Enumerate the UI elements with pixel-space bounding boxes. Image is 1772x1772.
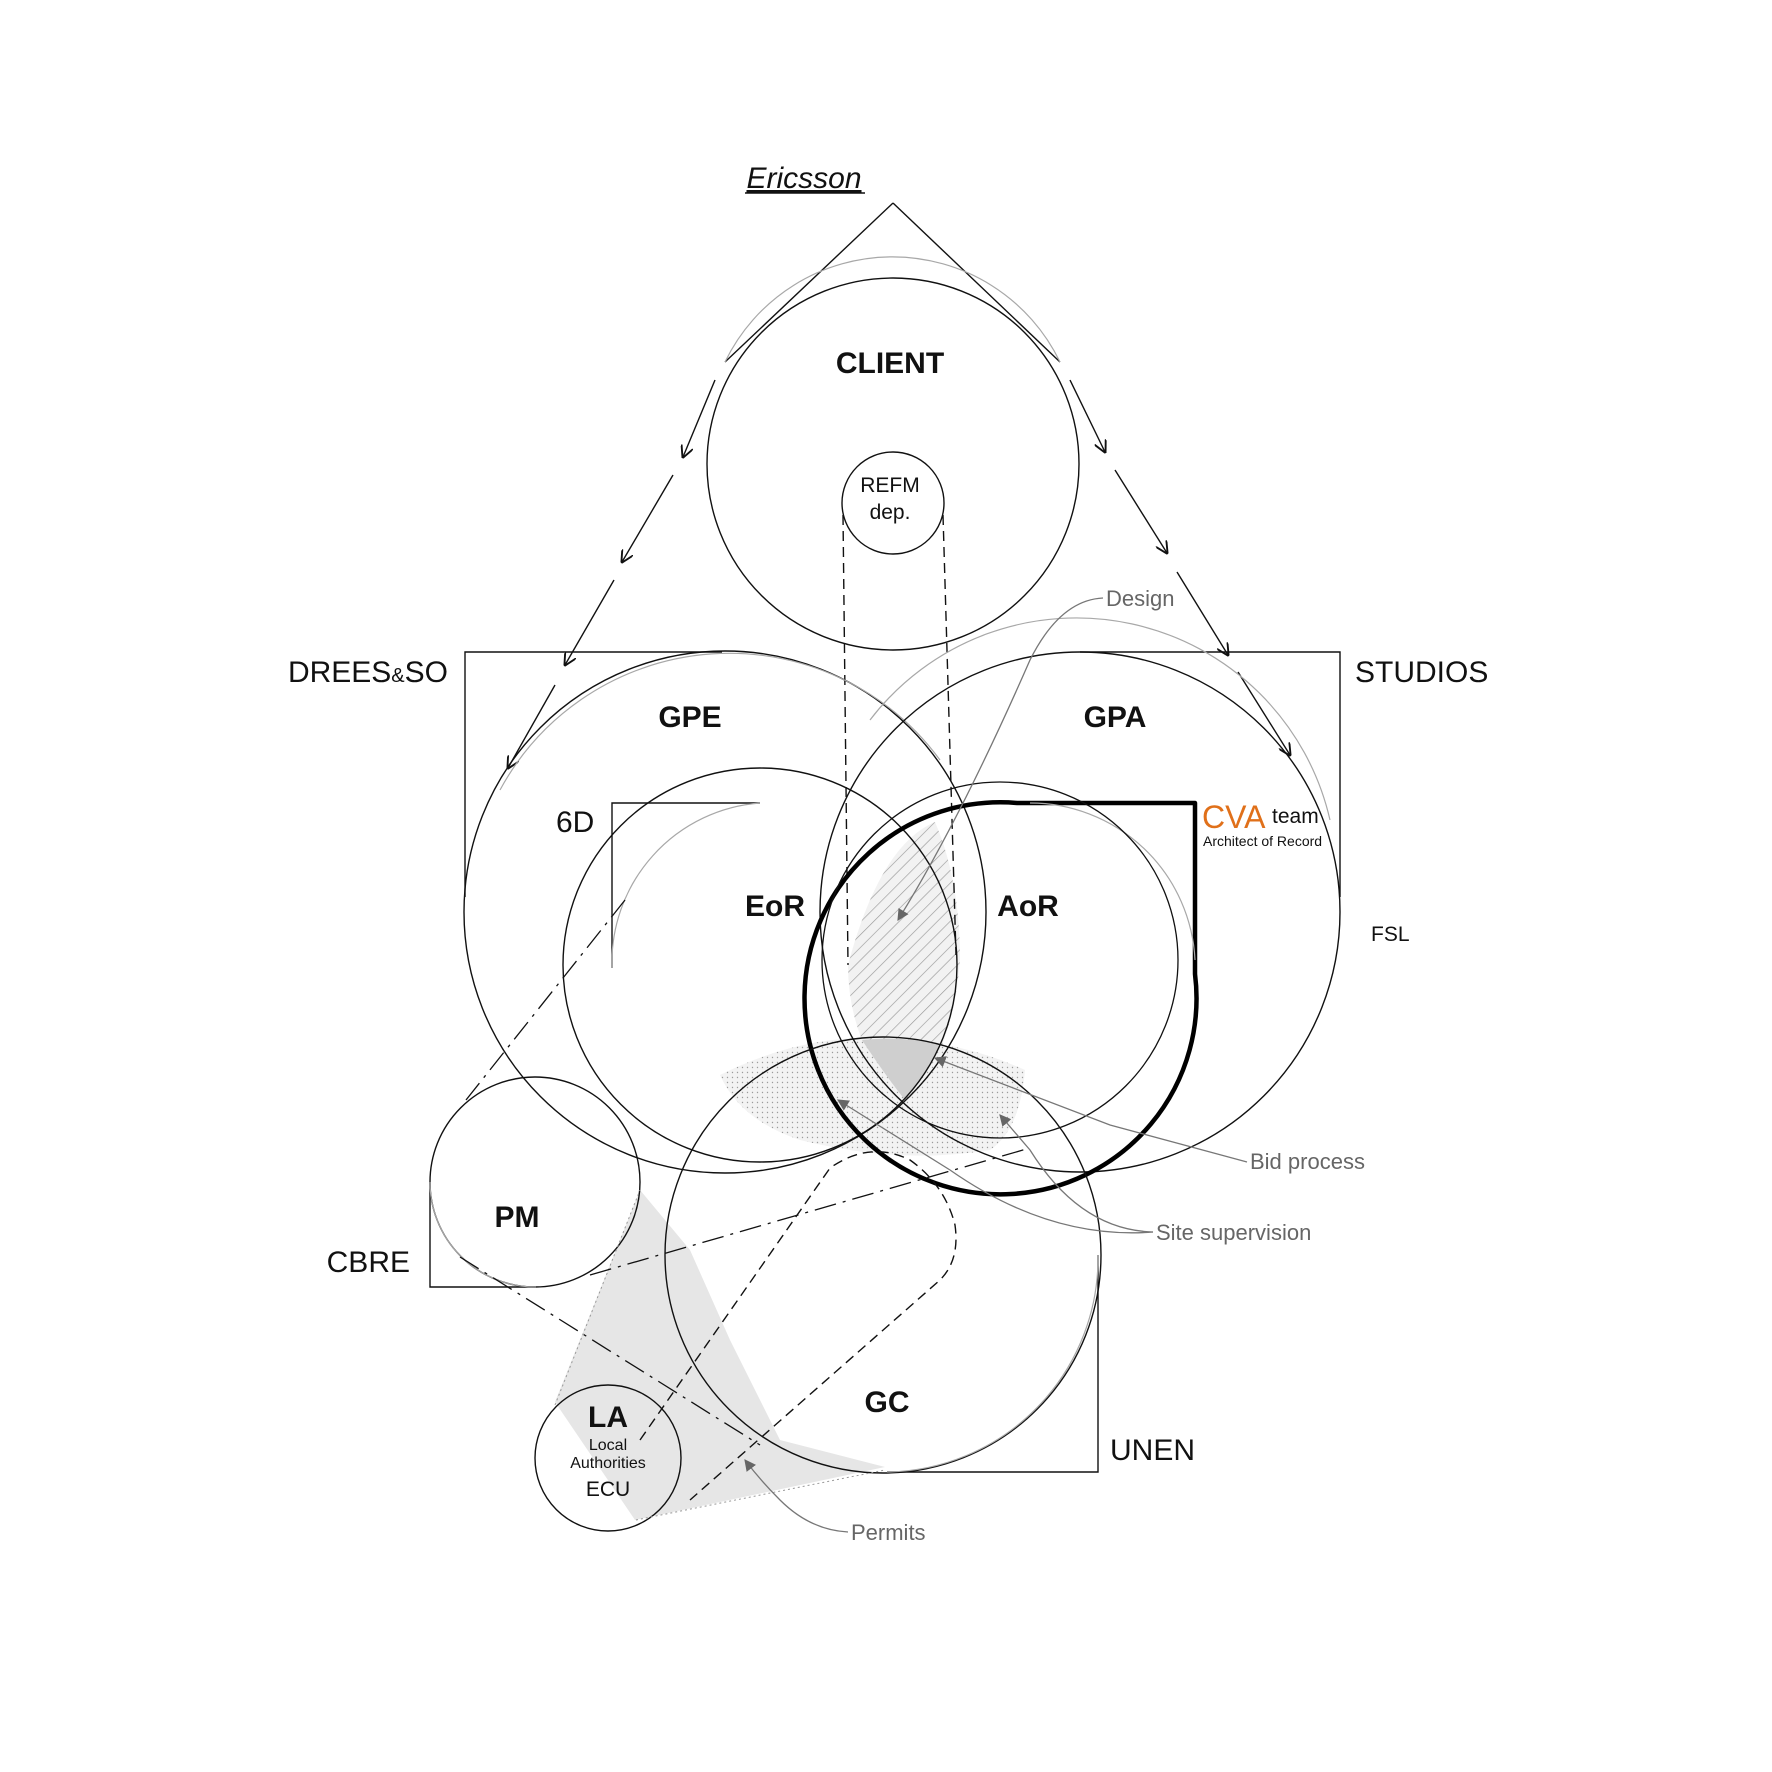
cbre-label: CBRE [327,1246,410,1279]
la-gc-permits-area [555,1190,885,1520]
six-d-label: 6D [556,806,594,839]
refm-dashed-left [842,514,849,966]
bid-leader [933,1056,1248,1163]
fsl-label: FSL [1371,923,1410,946]
drees-end: SO [405,656,448,689]
site-leader-2 [837,1099,1154,1234]
gpa-faint-arc [869,617,1331,821]
la-cone-edge-top [554,1189,641,1406]
unen-frame [887,1255,1099,1473]
la-circle[interactable] [534,1384,682,1532]
site-leader-1 [999,1114,1154,1233]
pm-circle [429,1076,641,1288]
design-annotation: Design [1106,586,1174,611]
ericsson-label: Ericsson [746,162,861,195]
unen-label: UNEN [1110,1434,1195,1467]
aor-label: AoR [997,890,1059,923]
drees-main: DREES [288,656,391,689]
la-cone-edge-bottom [635,1469,886,1521]
site-annotation: Site supervision [1156,1220,1311,1245]
dashdot-6d-pm [465,899,626,1101]
aor-faint-arc [1029,802,1196,961]
gc-label: GC [865,1386,910,1419]
la-line2: Authorities [570,1455,646,1472]
gpa-label: GPA [1084,701,1147,734]
drees-frame [464,651,722,897]
site-overlap-grey [862,1038,940,1100]
bid-annotation: Bid process [1250,1149,1365,1174]
eor-circle [562,767,958,1163]
cva-role: Architect of Record [1203,833,1322,849]
dashdot-pm-gc [589,1147,1031,1276]
studios-frame [1080,651,1341,897]
cva-team: team [1272,805,1319,828]
design-leader [897,597,1104,921]
permits-leader [744,1459,849,1533]
gpe-circle [463,650,987,1174]
refm-dashed-right [942,514,957,956]
la-line1: Local [589,1437,627,1454]
client-label: CLIENT [836,347,944,380]
eor-label: EoR [745,890,805,923]
la-line3: ECU [586,1478,630,1501]
drees-label: DREES&SO [288,656,448,689]
cbre-frame [429,1182,536,1288]
drees-amp: & [391,665,405,687]
ericsson-triangle [508,202,1290,768]
pm-label: PM [495,1201,540,1234]
refm-line2: dep. [870,501,911,524]
gc-faint-arc [886,1254,1099,1473]
gpe-label: GPE [658,701,721,734]
la-label: LA [588,1401,628,1434]
design-overlap-hatched [848,822,960,1045]
dashdot-cbre-la [459,1256,761,1446]
refm-circle [841,451,945,555]
client-faint-arc [724,256,1061,363]
gpa-eor-overlap-circle [821,781,1179,1139]
gpe-faint-arc [499,652,941,791]
pm-faint-arc [429,1181,537,1288]
bid-overlap-dotted [720,1037,1025,1156]
studios-label: STUDIOS [1355,656,1488,689]
six-d-frame [611,802,760,968]
cva-aor-shape[interactable] [802,800,1199,1197]
cva-name: CVA [1202,799,1266,835]
refm-line1: REFM [860,474,920,497]
client-circle [706,277,1080,651]
gpa-circle [819,651,1341,1173]
gc-circle [664,1036,1102,1474]
gc-dashed-slot [639,1150,957,1501]
eor-faint-arc [611,802,761,969]
permits-annotation: Permits [851,1520,926,1545]
